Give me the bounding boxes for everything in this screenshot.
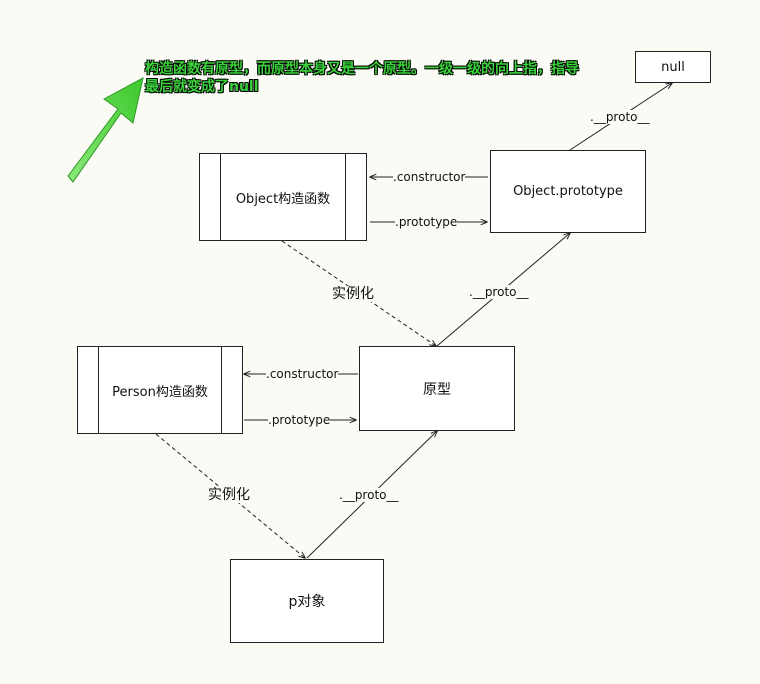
label-prototype-top: .prototype bbox=[395, 215, 458, 229]
label-proto-objproto: .__proto__ bbox=[469, 285, 529, 299]
label-constructor-mid: .constructor bbox=[266, 367, 339, 381]
label-instantiate-bottom: 实例化 bbox=[208, 487, 250, 503]
label-constructor-top: .constructor bbox=[393, 170, 466, 184]
object-constructor-node: Object构造函数 bbox=[199, 153, 367, 241]
null-node: null bbox=[635, 51, 711, 83]
annotation-note: 构造函数有原型，而原型本身又是一个原型。一级一级的向上指，指导最后就变成了nul… bbox=[145, 61, 579, 95]
edge-instantiate-bottom bbox=[155, 433, 305, 558]
big-arrow-icon bbox=[67, 77, 144, 183]
label-prototype-mid: .prototype bbox=[268, 413, 331, 427]
prototype-node: 原型 bbox=[359, 346, 515, 431]
label-proto-null: .__proto__ bbox=[590, 110, 650, 124]
object-prototype-node: Object.prototype bbox=[490, 150, 646, 233]
p-object-node: p对象 bbox=[230, 559, 384, 643]
label-instantiate-top: 实例化 bbox=[332, 286, 374, 302]
person-constructor-node: Person构造函数 bbox=[77, 346, 243, 434]
label-proto-p: .__proto__ bbox=[339, 488, 399, 502]
